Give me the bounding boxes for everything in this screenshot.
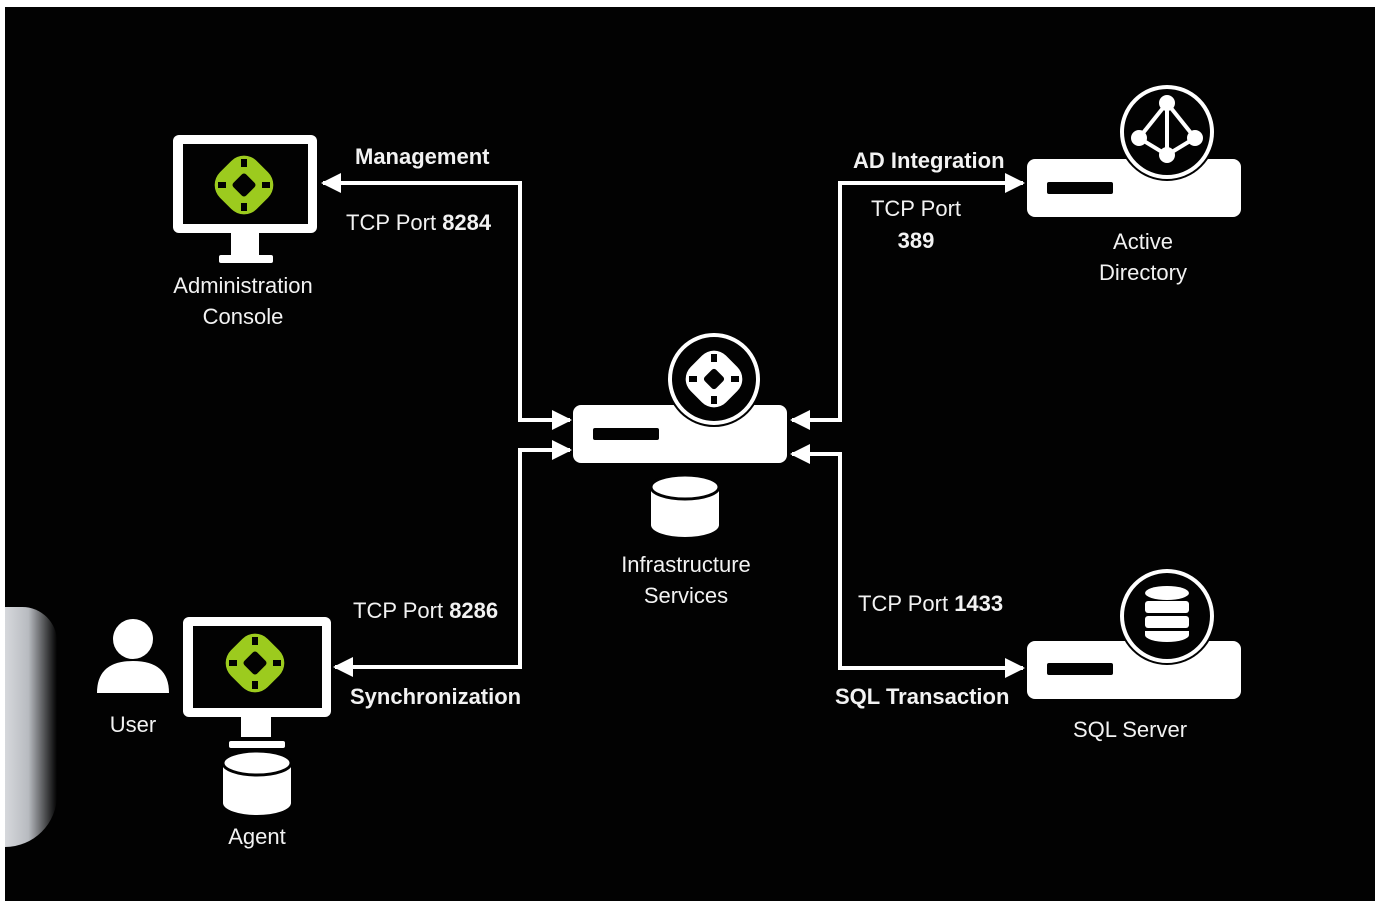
management-title: Management (355, 144, 490, 169)
sql-transaction-port: TCP Port 1433 (858, 591, 1003, 617)
sql-transaction-connector (790, 444, 1025, 678)
synchronization-title: Synchronization (350, 684, 522, 709)
synchronization-port-prefix: TCP Port (353, 598, 450, 623)
ad-integration-port: TCP Port 389 (856, 193, 976, 256)
infrastructure-database-icon (649, 473, 721, 537)
ad-integration-port-number: 389 (897, 228, 935, 253)
admin-console-label-line2: Console (202, 304, 284, 329)
agent-database-icon (221, 749, 293, 815)
diagram-stage: Administration Console User Agent Infras… (5, 7, 1375, 901)
infrastructure-label: Infrastructure Services (601, 549, 771, 611)
active-directory-label: Active Directory (1073, 226, 1213, 288)
active-directory-label-line2: Directory (1098, 260, 1187, 285)
admin-console-label-line1: Administration (173, 273, 313, 298)
sql-server-label: SQL Server (1072, 717, 1188, 742)
product-logo-icon (214, 155, 274, 215)
user-label: User (109, 712, 157, 737)
network-nodes-icon (1131, 95, 1203, 163)
admin-console-label: Administration Console (155, 270, 331, 332)
management-port: TCP Port 8284 (346, 210, 491, 236)
product-logo-white-icon (685, 350, 743, 408)
agent-monitor-icon (183, 617, 331, 748)
ad-integration-port-prefix: TCP Port (870, 196, 962, 221)
infrastructure-label-line2: Services (643, 583, 729, 608)
synchronization-port-number: 8286 (449, 598, 499, 623)
sql-transaction-port-prefix: TCP Port (858, 591, 955, 616)
agent-label: Agent (228, 824, 286, 849)
synchronization-port: TCP Port 8286 (353, 598, 498, 624)
sql-transaction-port-number: 1433 (954, 591, 1004, 616)
management-port-prefix: TCP Port (346, 210, 443, 235)
synchronization-connector (333, 440, 572, 677)
product-logo-icon (225, 633, 285, 693)
management-connector (321, 173, 572, 430)
architecture-diagram (97, 83, 1241, 815)
infrastructure-label-line1: Infrastructure (621, 552, 751, 577)
presenter-silhouette (5, 607, 57, 847)
database-stack-icon (1145, 586, 1189, 642)
admin-console-monitor-icon (173, 135, 317, 263)
ad-integration-connector (790, 173, 1025, 430)
infrastructure-server-icon (573, 331, 787, 463)
management-port-number: 8284 (442, 210, 492, 235)
active-directory-server-icon (1027, 83, 1241, 217)
active-directory-label-line1: Active (1113, 229, 1173, 254)
sql-server-icon (1027, 567, 1241, 699)
ad-integration-title: AD Integration (853, 148, 1005, 173)
user-icon (97, 619, 169, 693)
sql-transaction-title: SQL Transaction (835, 684, 1010, 709)
